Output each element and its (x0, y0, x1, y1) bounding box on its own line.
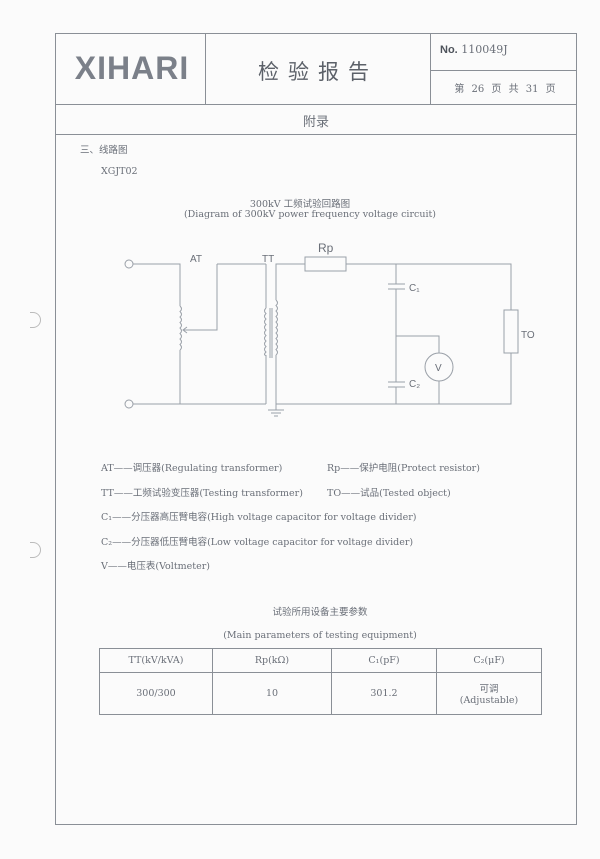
tt-primary-coil (264, 307, 267, 356)
diagram-title-cn: 300kV 工频试验回路图 (249, 199, 351, 210)
regulator-wiper (182, 264, 218, 334)
label-c1: C₁ (409, 283, 420, 294)
label-rp: Rp (318, 241, 334, 255)
secondary-wiring (276, 263, 512, 405)
report-number-value: 110049J (461, 43, 508, 56)
circuit-diagram: AT TT Rp C₁ C₂ V TO (124, 241, 535, 417)
model-number: XGJT02 (101, 166, 138, 177)
page-frame (55, 33, 577, 825)
report-number-label: No. (440, 44, 458, 56)
header-cell: TT(kV/kVA) (99, 648, 213, 673)
report-title: 检验报告 (258, 60, 378, 84)
tt-secondary-coil (268, 263, 305, 417)
divider (55, 134, 577, 135)
label-tt: TT (262, 254, 274, 265)
label-at: AT (190, 254, 202, 265)
table-cell: 可调(Adjustable) (436, 672, 542, 715)
section-title: 附录 (302, 115, 329, 130)
table-cell: 300/300 (99, 672, 213, 715)
legend-item: AT——调压器(Regulating transformer) (101, 463, 283, 474)
primary-wiring (133, 263, 267, 405)
diagram-title-en: (Diagram of 300kV power frequency voltag… (183, 209, 437, 220)
legend-item: TO——试品(Tested object) (327, 488, 451, 499)
company-logo: XIHARI (74, 50, 190, 86)
divider (205, 33, 206, 104)
header-cell: C₁(pF) (331, 648, 437, 673)
label-c2: C₂ (409, 379, 420, 390)
protect-resistor (304, 256, 347, 272)
label-v: V (435, 363, 442, 374)
tested-object (503, 309, 519, 354)
table-row: 300/300 10 301.2 可调(Adjustable) (99, 672, 542, 715)
input-terminal-top (124, 259, 134, 269)
table-cell: 301.2 (331, 672, 437, 715)
header-cell: Rp(kΩ) (212, 648, 332, 673)
tt-core (269, 308, 273, 358)
divider (430, 70, 577, 71)
header-cell: C₂(μF) (436, 648, 542, 673)
legend-item: TT——工频试验变压器(Testing transformer) (101, 488, 303, 499)
page-info: 第 26 页 共 31 页 (454, 84, 556, 95)
subsection-heading: 三、线路图 (80, 145, 128, 156)
legend-item: Rp——保护电阻(Protect resistor) (327, 463, 480, 474)
divider (55, 104, 577, 105)
table-cell: 10 (212, 672, 332, 715)
cell-note: (Adjustable) (459, 695, 519, 706)
cell-value: 可调 (479, 684, 499, 695)
regulating-transformer-coil (179, 305, 182, 351)
table-title-cn: 试验所用设备主要参数 (272, 607, 368, 618)
binder-hole (30, 312, 41, 328)
table-title-en: (Main parameters of testing equipment) (223, 630, 417, 641)
input-terminal-bottom (124, 399, 134, 409)
legend-item: C₁——分压器高压臂电容(High voltage capacitor for … (101, 512, 417, 523)
table-header-row: TT(kV/kVA) Rp(kΩ) C₁(pF) C₂(μF) (99, 648, 542, 673)
legend-item: C₂——分压器低压臂电容(Low voltage capacitor for v… (101, 537, 414, 548)
equipment-parameters-table: TT(kV/kVA) Rp(kΩ) C₁(pF) C₂(μF) 300/300 … (99, 648, 542, 715)
report-number: No. 110049J (440, 43, 508, 56)
label-to: TO (521, 330, 535, 341)
voltmeter (424, 352, 454, 382)
divider (430, 33, 431, 104)
legend-item: V——电压表(Voltmeter) (101, 561, 210, 572)
binder-hole (30, 542, 41, 558)
